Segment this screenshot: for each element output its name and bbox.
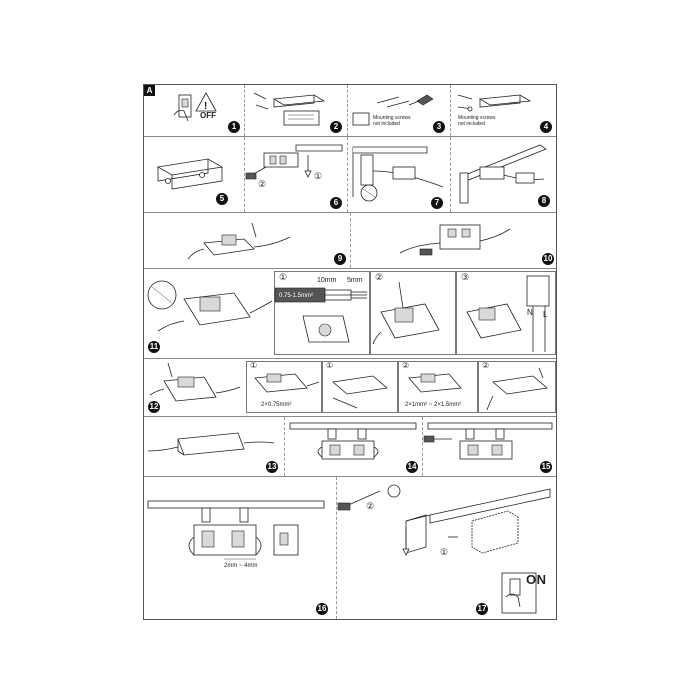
step-number: 2: [330, 121, 342, 133]
gauge-2x1: 2×1mm² ~ 2×1.5mm²: [405, 402, 462, 408]
step-number: 14: [406, 461, 418, 473]
gauge-2x075: 2×0.75mm²: [261, 402, 292, 408]
step-13-panel: 13: [144, 417, 284, 477]
step-number: 13: [266, 461, 278, 473]
step-4-panel: Mounting screws not included 4: [450, 85, 558, 137]
step-number: 8: [538, 195, 550, 207]
not-included-label: not included: [458, 121, 485, 127]
step-number: 11: [148, 341, 160, 353]
not-included-label: not included: [373, 121, 400, 127]
dim-10mm: 10mm: [317, 277, 337, 284]
step-9-panel: 9: [144, 213, 350, 269]
step-5-panel: 5: [144, 137, 244, 213]
row-steps-1-4: ! OFF 1 2: [144, 85, 556, 137]
step-number: 12: [148, 401, 160, 413]
step-number: 3: [433, 121, 445, 133]
off-label: OFF: [200, 111, 216, 120]
drill-icon: [416, 94, 434, 106]
step-number: 4: [540, 121, 552, 133]
step-number: 15: [540, 461, 552, 473]
row-steps-9-10: 9 10: [144, 213, 556, 269]
step-12-detail-3: ② 2×1mm² ~ 2×1.5mm²: [398, 361, 478, 413]
svg-text:!: !: [204, 101, 207, 112]
warning-icon: [195, 92, 217, 112]
step-1-panel: ! OFF 1: [144, 85, 244, 137]
wire-gauge-label: 0.75-1.5mm²: [279, 293, 314, 299]
screwdriver-icon: [337, 502, 351, 511]
gap-label: 2mm ~ 4mm: [224, 563, 258, 569]
row-steps-5-8: 5 ② ① 6: [144, 137, 556, 213]
step-number: 1: [228, 121, 240, 133]
step-11-panel: 11: [144, 269, 274, 359]
step-6-panel: ② ① 6: [244, 137, 347, 213]
instruction-sheet: A ! OFF 1: [143, 84, 557, 620]
step-12-detail-1: ① 2×0.75mm²: [246, 361, 322, 413]
step-number: 6: [330, 197, 342, 209]
row-step-11: 11 ① 10mm 5mm 0.75-1.5mm² ②: [144, 269, 556, 359]
step-number: 7: [431, 197, 443, 209]
section-label: A: [144, 85, 155, 96]
step-15-panel: 15: [422, 417, 558, 477]
mounting-screws-label: Mounting screws: [458, 115, 496, 121]
step-12-panel: 12: [144, 359, 244, 417]
step-number: 9: [334, 253, 346, 265]
step-14-panel: 14: [284, 417, 422, 477]
step-number: 10: [542, 253, 554, 265]
step-12-detail-2: ①: [322, 361, 398, 413]
dim-5mm: 5mm: [347, 277, 363, 284]
screwdriver-icon: [245, 172, 257, 180]
step-11-detail-2: ②: [370, 271, 456, 355]
step-number: 16: [316, 603, 328, 615]
step-2-panel: 2: [244, 85, 347, 137]
neutral-label: N: [527, 308, 533, 317]
row-step-12: 12 ① 2×0.75mm² ① ② 2×1mm² ~ 2×1.: [144, 359, 556, 417]
screwdriver-icon: [423, 435, 435, 443]
step-7-panel: 7: [347, 137, 450, 213]
step-12-detail-4: ②: [478, 361, 556, 413]
row-steps-13-15: 13 14: [144, 417, 556, 477]
on-label: ON: [526, 572, 547, 587]
step-17-panel: ② ① ON 17: [336, 477, 558, 621]
step-3-panel: Mounting screws not included 3: [347, 85, 450, 137]
step-number: 5: [216, 193, 228, 205]
step-8-panel: 8: [450, 137, 558, 213]
step-10-panel: 10: [350, 213, 558, 269]
step-11-detail-3: ③ N L: [456, 271, 556, 355]
step-11-detail-1: ① 10mm 5mm 0.75-1.5mm²: [274, 271, 370, 355]
step-16-panel: 2mm ~ 4mm 16: [144, 477, 336, 621]
step-number: 17: [476, 603, 488, 615]
mounting-screws-label: Mounting screws: [373, 115, 411, 121]
wall-plug-icon: [352, 112, 370, 126]
